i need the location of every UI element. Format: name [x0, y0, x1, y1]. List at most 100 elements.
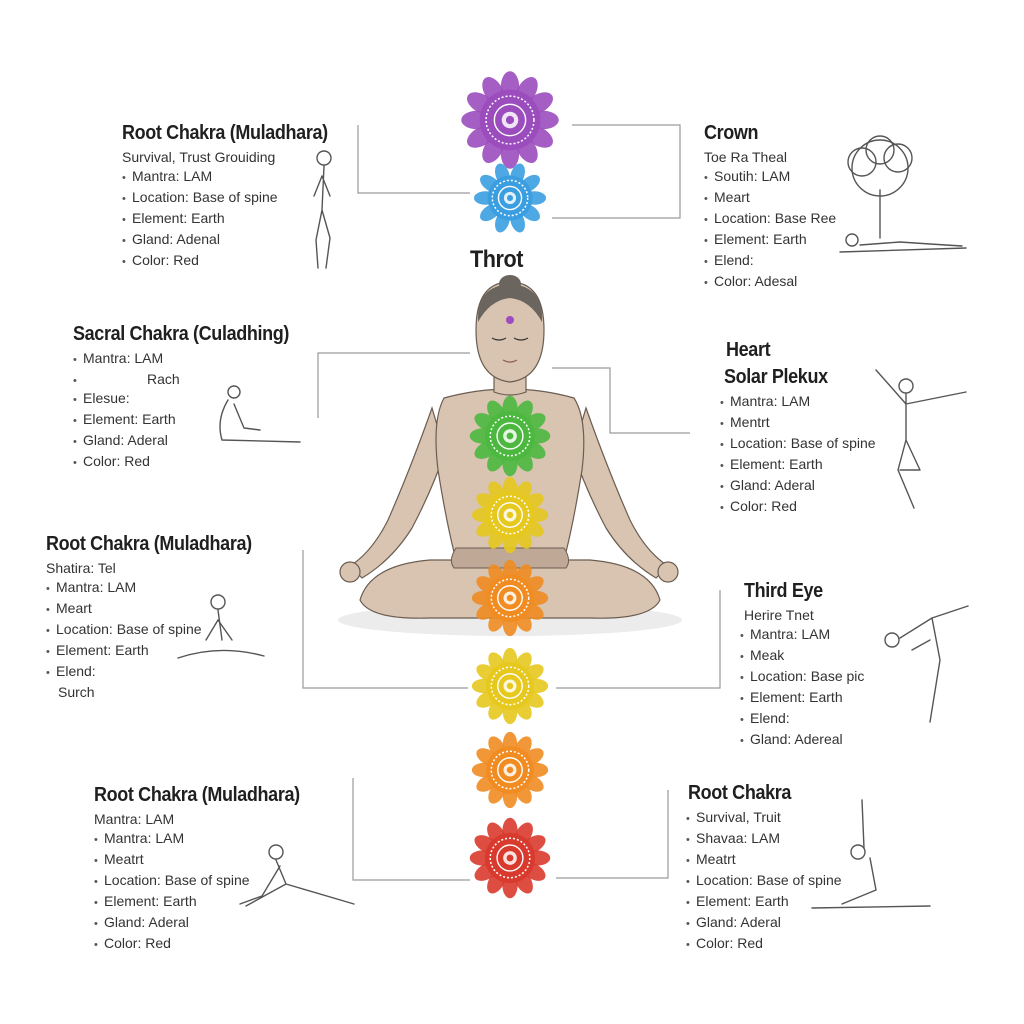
attribute-item: Elend: — [704, 251, 836, 272]
attribute-item: Location: Base of spine — [94, 871, 323, 892]
panel-subtitle: Toe Ra Theal — [704, 149, 788, 165]
attribute-item: Location: Base of spine — [46, 620, 275, 641]
panel-title: Root Chakra — [688, 782, 792, 804]
yellow-chakra-mandala-upper — [471, 476, 549, 554]
panel-subtitle: Herire Tnet — [744, 607, 814, 623]
head — [475, 275, 545, 383]
panel-root-mid: Root Chakra (Muladhara) Shatira: Tel Man… — [46, 533, 275, 702]
connector-bottom-left — [352, 778, 470, 881]
connector-heart — [552, 367, 690, 434]
attribute-item: Element: Earth — [122, 209, 351, 230]
panel-root-top: Root Chakra (Muladhara) Survival, Trust … — [122, 122, 351, 272]
attribute-item: Gland: Aderal — [686, 913, 842, 934]
attribute-item: Mentrt — [720, 413, 876, 434]
panel-title: Root Chakra (Muladhara) — [122, 122, 328, 144]
attribute-item: Mantra: LAM — [73, 349, 313, 370]
panel-third-eye: Third Eye Herire Tnet Mantra: LAM Meak L… — [740, 580, 864, 751]
arm-raise-pose-icon — [811, 799, 931, 909]
attribute-item: Meart — [46, 599, 275, 620]
panel-title: Third Eye — [744, 580, 823, 602]
attribute-item: Elend: — [46, 662, 275, 683]
attribute-list: Mantra: LAM Mentrt Location: Base of spi… — [720, 392, 876, 518]
attribute-item: Element: Earth — [73, 410, 313, 431]
attribute-extra: Surch — [58, 684, 95, 700]
attribute-item: Element: Earth — [94, 892, 323, 913]
connector-root-mid — [302, 550, 468, 689]
red-chakra-mandala — [469, 817, 551, 899]
connector-lines — [302, 124, 721, 881]
attribute-extra: Rach — [147, 371, 180, 387]
attribute-list: Mantra: LAM Rach Elesue: Element: Earth … — [73, 349, 313, 473]
panel-root-bottom-left: Root Chakra (Muladhara) Mantra: LAM Mant… — [94, 784, 323, 955]
connector-bottom-right — [556, 790, 669, 879]
attribute-item: Element: Earth — [46, 641, 275, 662]
attribute-item: Elend: — [740, 709, 864, 730]
panel-root-bottom-right: Root Chakra Survival, Truit Shavaa: LAM … — [686, 782, 842, 955]
attribute-item: Gland: Adereal — [740, 730, 864, 751]
panel-crown: Crown Toe Ra Theal Soutih: LAM Meart Loc… — [704, 122, 836, 293]
attribute-item: Color: Adesal — [704, 272, 836, 293]
attribute-item: Location: Base of spine — [122, 188, 351, 209]
shorts — [450, 547, 570, 569]
attribute-item: Gland: Aderal — [720, 476, 876, 497]
panel-title: Heart — [726, 339, 771, 361]
orange-chakra-mandala-lower — [471, 731, 549, 809]
attribute-item: Soutih: LAM — [704, 167, 836, 188]
connector-root-top — [357, 125, 470, 194]
attribute-item: Elesue: — [73, 389, 313, 410]
attribute-item: Meatrt — [94, 850, 323, 871]
panel-heart: Heart Solar Plekux Mantra: LAM Mentrt Lo… — [720, 338, 876, 518]
attribute-item: Color: Red — [720, 497, 876, 518]
attribute-item: Gland: Aderal — [73, 431, 313, 452]
panel-title: Root Chakra (Muladhara) — [94, 784, 300, 806]
attribute-item: Gland: Adenal — [122, 230, 351, 251]
attribute-item: Meart — [704, 188, 836, 209]
center-chakra-label: Throt — [470, 246, 523, 273]
attribute-item: Color: Red — [94, 934, 323, 955]
attribute-item: Element: Earth — [704, 230, 836, 251]
connector-sacral — [317, 352, 470, 418]
attribute-item: Color: Red — [686, 934, 842, 955]
attribute-list: Mantra: LAM Meart Location: Base of spin… — [46, 578, 275, 683]
attribute-item: Mantra: LAM — [94, 829, 323, 850]
attribute-item: Location: Base Ree — [704, 209, 836, 230]
panel-subtitle: Shatira: Tel — [46, 560, 116, 576]
attribute-item: Mantra: LAM — [46, 578, 275, 599]
attribute-item: Mantra: LAM — [122, 167, 351, 188]
attribute-list: Mantra: LAM Meatrt Location: Base of spi… — [94, 829, 323, 955]
orange-chakra-mandala-upper — [471, 559, 549, 637]
attribute-item: Gland: Aderal — [94, 913, 323, 934]
crown-chakra-mandala — [461, 71, 559, 169]
chakra-mandalas — [461, 71, 559, 899]
panel-subtitle: Survival, Trust Grouiding — [122, 149, 276, 165]
panel-title: Root Chakra (Muladhara) — [46, 533, 252, 555]
attribute-list: Mantra: LAM Meak Location: Base pic Elem… — [740, 625, 864, 751]
yellow-chakra-mandala-lower — [471, 647, 549, 725]
attribute-list: Soutih: LAM Meart Location: Base Ree Ele… — [704, 167, 836, 293]
panel-subtitle: Mantra: LAM — [94, 811, 175, 827]
attribute-item: Element: Earth — [720, 455, 876, 476]
green-chakra-mandala — [469, 395, 551, 477]
tree-icon — [847, 135, 913, 239]
attribute-item: Location: Base of spine — [686, 871, 842, 892]
attribute-spacer: Rach — [73, 370, 313, 389]
panel-title-secondary: Solar Plekux — [724, 366, 828, 388]
attribute-item: Element: Earth — [740, 688, 864, 709]
dancer-pose-icon — [884, 605, 969, 723]
attribute-item: Element: Earth — [686, 892, 842, 913]
attribute-item: Survival, Truit — [686, 808, 842, 829]
attribute-item: Color: Red — [73, 452, 313, 473]
attribute-list: Survival, Truit Shavaa: LAM Meatrt Locat… — [686, 808, 842, 955]
attribute-item: Mantra: LAM — [740, 625, 864, 646]
attribute-item: Color: Red — [122, 251, 351, 272]
reclining-pose-icon — [839, 233, 967, 253]
attribute-list: Mantra: LAM Location: Base of spine Elem… — [122, 167, 351, 272]
attribute-item: Mantra: LAM — [720, 392, 876, 413]
connector-crown — [552, 124, 681, 219]
panel-sacral: Sacral Chakra (Culadhing) Mantra: LAM Ra… — [73, 323, 313, 473]
third-eye-dot — [506, 316, 514, 324]
warrior-pose-icon — [875, 369, 967, 509]
attribute-item: Location: Base of spine — [720, 434, 876, 455]
blue-chakra-mandala — [473, 163, 547, 233]
